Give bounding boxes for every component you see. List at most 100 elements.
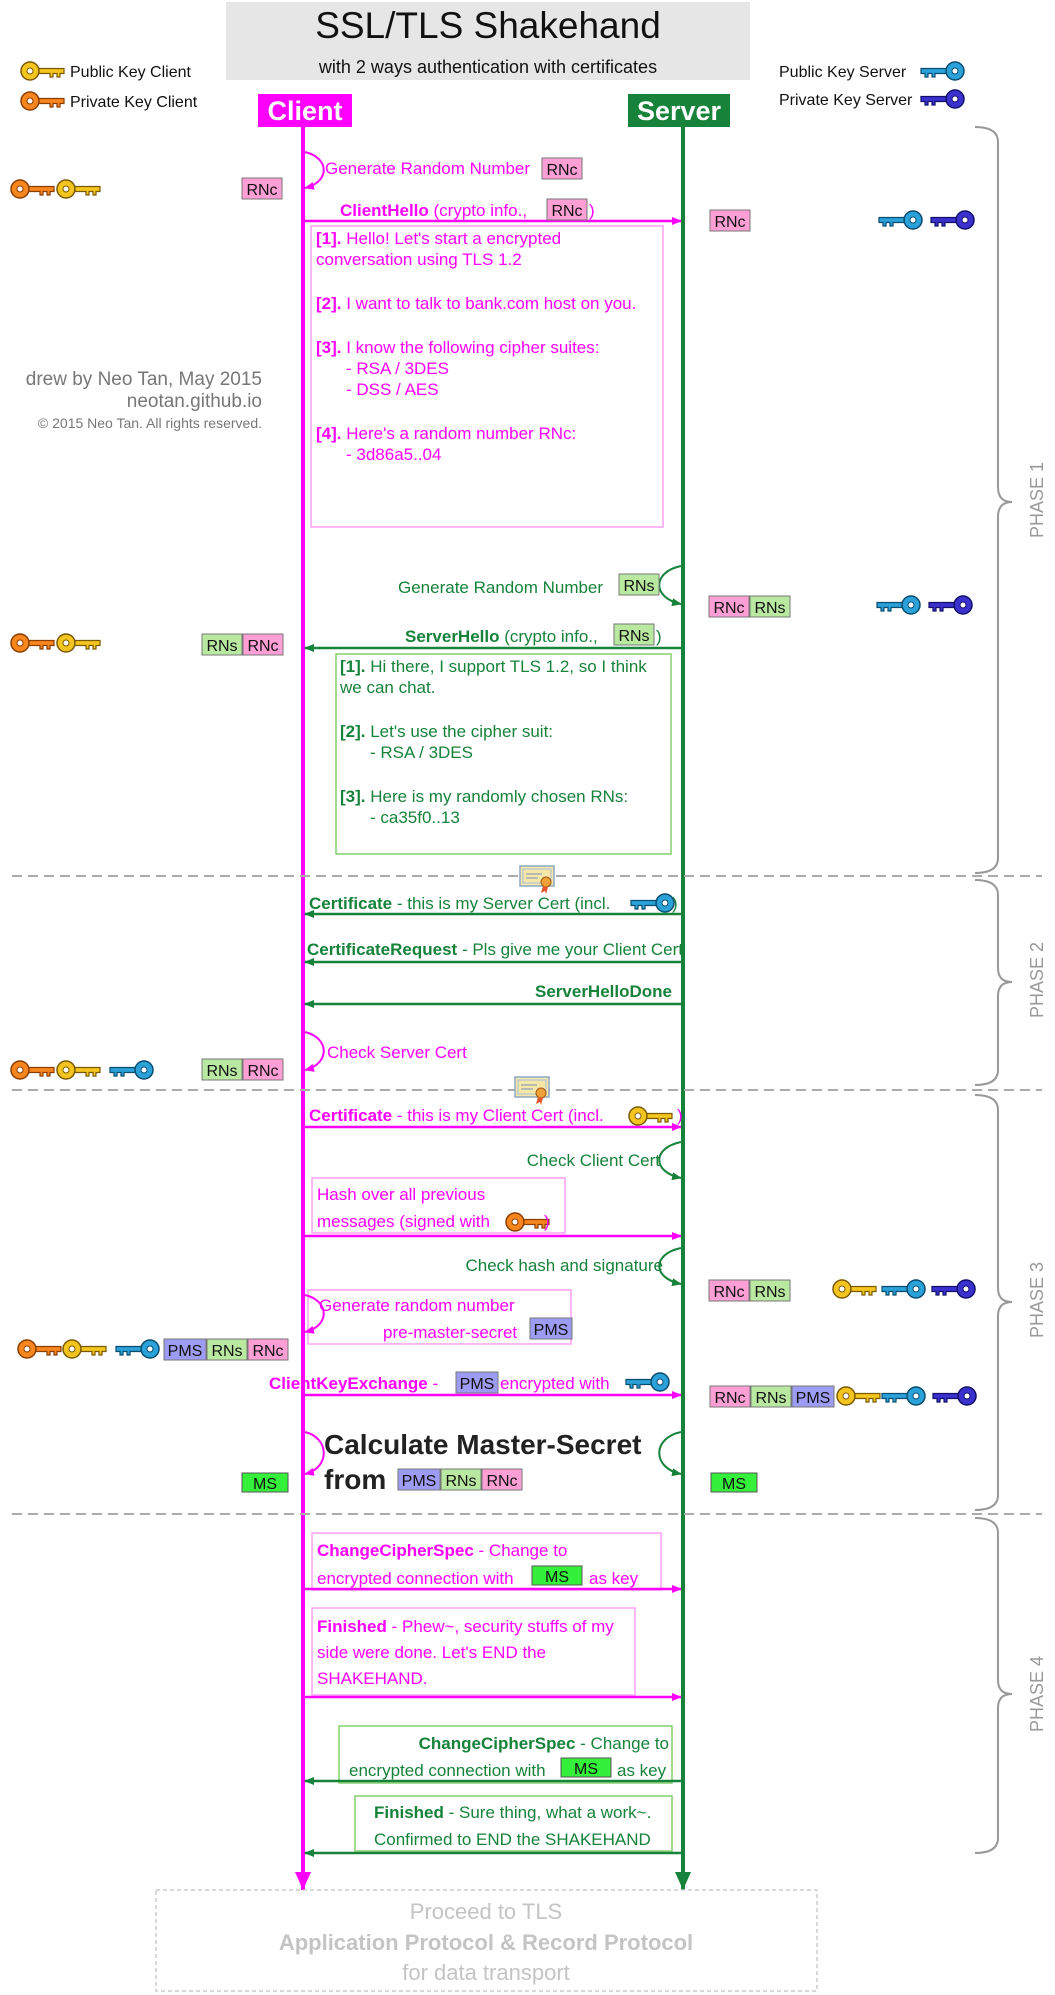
server-private-key-icon — [931, 1279, 976, 1299]
server-private-key-icon — [932, 1386, 977, 1406]
rns-token-label: RNs — [623, 578, 654, 595]
ccs-rest: - Change to — [474, 1541, 568, 1560]
rnc-token — [708, 1279, 750, 1302]
cert-rest: - this is my Server Cert (incl. — [392, 894, 610, 913]
pms-token — [455, 1371, 499, 1394]
credit-site: neotan.github.io — [127, 391, 262, 412]
svg-text:- RSA / 3DES: - RSA / 3DES — [346, 359, 449, 378]
note-text: I know the following cipher suites: — [342, 338, 600, 357]
svg-text:- ca35f0..13: - ca35f0..13 — [370, 808, 460, 827]
rnc-token — [481, 1468, 523, 1491]
pms-token-label: PMS — [402, 1473, 437, 1490]
client-public-key-icon — [62, 1339, 107, 1359]
rns-token — [750, 1385, 792, 1408]
client-public-key-icon — [56, 633, 101, 653]
phase-bracket — [974, 879, 1013, 1086]
ms-token-label: MS — [545, 1569, 569, 1586]
note-num: [1]. — [340, 657, 366, 676]
client-ccs-line1: ChangeCipherSpec - Change to — [317, 1541, 567, 1560]
rns-token-label: RNs — [755, 1390, 786, 1407]
pms-token — [163, 1338, 207, 1361]
client-ccs-suffix: as key — [589, 1569, 639, 1588]
pms-token — [791, 1385, 835, 1408]
svg-text:- 3d86a5..04: - 3d86a5..04 — [346, 445, 441, 464]
close-paren: ) — [672, 894, 678, 913]
server-hello-note — [335, 653, 672, 855]
note-text: - 3d86a5..04 — [346, 445, 441, 464]
rnc-token — [247, 1338, 289, 1361]
server-hello-note-lines: [1]. Hi there, I support TLS 1.2, so I t… — [339, 657, 647, 827]
ms-token — [241, 1472, 289, 1493]
rnc-token-label: RNc — [713, 600, 744, 617]
note-text: Here is my randomly chosen RNs: — [366, 787, 629, 806]
rns-token-label: RNs — [211, 1343, 242, 1360]
ccs-name: ChangeCipherSpec — [317, 1541, 474, 1560]
cke-name: ClientKeyExchange — [269, 1374, 428, 1393]
note-text: Let's use the cipher suit: — [366, 722, 554, 741]
rns-token-label: RNs — [754, 1284, 785, 1301]
self-arrow — [304, 1431, 325, 1476]
ms-token — [560, 1757, 612, 1778]
rnc-token-label: RNc — [247, 1063, 278, 1080]
rnc-token-label: RNc — [714, 214, 745, 231]
server-finished-note — [354, 1795, 673, 1852]
server-finished-line2: Confirmed to END the SHAKEHAND — [374, 1830, 651, 1849]
phase-4-label: PHASE 4 — [1027, 1656, 1047, 1732]
note-text: we can chat. — [339, 678, 435, 697]
self-arrow — [304, 1031, 325, 1072]
self-arrow — [658, 1431, 682, 1477]
calc-master-secret-title: Calculate Master-Secret — [324, 1429, 641, 1460]
sccs-rest: - Change to — [575, 1734, 669, 1753]
client-finished-line1: Finished - Phew~, security stuffs of my — [317, 1617, 614, 1636]
cke-mid: - — [428, 1374, 438, 1393]
svg-text:- DSS / AES: - DSS / AES — [346, 380, 439, 399]
hash-text-line2: messages (signed with — [317, 1212, 490, 1231]
rnc-token-label: RNc — [246, 182, 277, 199]
gen-pms-line2: pre-master-secret — [383, 1323, 517, 1342]
legend-client-public: Public Key Client — [70, 64, 192, 81]
server-certificate-icon — [519, 865, 555, 895]
page-subtitle: with 2 ways authentication with certific… — [318, 57, 657, 77]
client-private-key-icon — [17, 1339, 62, 1359]
client-public-key-icon — [832, 1279, 877, 1299]
client-private-key-icon — [10, 1060, 55, 1080]
rnc-token — [709, 209, 751, 232]
client-hello-name: ClientHello — [340, 201, 429, 220]
server-ccs-suffix: as key — [617, 1761, 667, 1780]
server-private-key-icon — [928, 595, 973, 615]
svg-text:[1]. Hello! Let's start a encr: [1]. Hello! Let's start a encrypted — [316, 229, 561, 248]
rns-token-label: RNs — [754, 600, 785, 617]
rnc-token — [546, 198, 588, 221]
note-num: [4]. — [316, 424, 342, 443]
svg-text:[1]. Hi there, I support TLS 1: [1]. Hi there, I support TLS 1.2, so I t… — [340, 657, 647, 676]
rnc-token-label: RNc — [247, 638, 278, 655]
note-text: Hello! Let's start a encrypted — [342, 229, 562, 248]
pms-note — [307, 1289, 572, 1345]
check-hash-text: Check hash and signature — [465, 1256, 663, 1275]
close-paren: ) — [589, 201, 595, 220]
client-public-key-icon — [20, 61, 65, 81]
credit-author: drew by Neo Tan, May 2015 — [26, 369, 262, 390]
svg-text:we can chat.: we can chat. — [339, 678, 435, 697]
server-public-key-icon — [625, 1372, 670, 1392]
server-ccs-line1: ChangeCipherSpec - Change to — [419, 1734, 669, 1753]
client-finished-line2: side were done. Let's END the — [317, 1643, 546, 1662]
page-title: SSL/TLS Shakehand — [315, 5, 661, 46]
note-num: [2]. — [340, 722, 366, 741]
rnc-token — [708, 595, 750, 618]
pms-token — [397, 1468, 441, 1491]
client-hello-rest: (crypto info., — [429, 201, 527, 220]
fin-name: Finished — [317, 1617, 387, 1636]
sccs-name: ChangeCipherSpec — [419, 1734, 576, 1753]
cert-name: Certificate — [309, 1106, 392, 1125]
phase-bracket — [974, 1094, 1013, 1511]
close-paren: ) — [677, 1106, 683, 1125]
footer-box — [155, 1889, 818, 1992]
rns-token — [440, 1468, 482, 1491]
ms-token — [710, 1472, 758, 1493]
rnc-token-label: RNc — [546, 162, 577, 179]
calc-from-label: from — [324, 1464, 386, 1495]
note-text: Here's a random number RNc: — [342, 424, 577, 443]
self-arrow — [658, 1247, 682, 1287]
cert-req-name: CertificateRequest — [307, 940, 458, 959]
